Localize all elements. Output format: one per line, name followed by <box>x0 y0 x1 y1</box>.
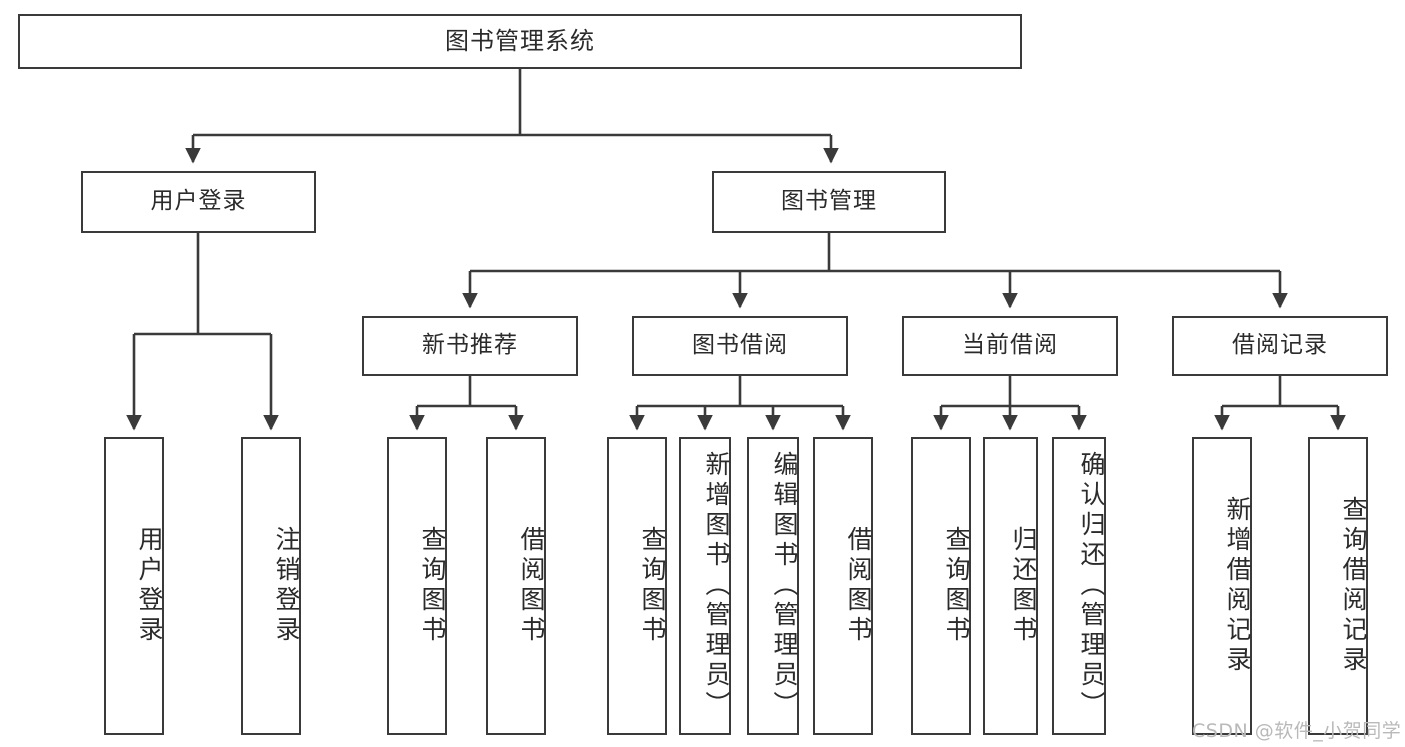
leaf-label: 查询图书 <box>638 526 667 646</box>
leaf-label: 归还图书 <box>1009 526 1038 646</box>
leaf-label: 借阅图书 <box>844 526 873 646</box>
node-root-label: 图书管理系统 <box>445 27 595 56</box>
leaf-current-borrow-return-books[interactable]: 归还图书 <box>983 437 1038 735</box>
csdn-watermark: CSDN @软件_小贺同学 <box>1192 720 1402 742</box>
leaf-label: 新增借阅记录 <box>1223 496 1252 676</box>
node-new-book-recommend-label: 新书推荐 <box>422 332 518 359</box>
leaf-book-borrow-query-books[interactable]: 查询图书 <box>607 437 667 735</box>
node-root-book-management-system[interactable]: 图书管理系统 <box>18 14 1022 69</box>
leaf-label: 确认归还（管理员） <box>1077 451 1106 721</box>
leaf-label: 编辑图书（管理员） <box>770 451 799 721</box>
node-book-borrow-label: 图书借阅 <box>692 332 788 359</box>
node-borrow-records-label: 借阅记录 <box>1232 332 1328 359</box>
leaf-new-book-query-books[interactable]: 查询图书 <box>387 437 447 735</box>
node-new-book-recommend[interactable]: 新书推荐 <box>362 316 578 376</box>
leaf-book-borrow-add-book-admin[interactable]: 新增图书（管理员） <box>679 437 731 735</box>
leaf-user-login-login[interactable]: 用户登录 <box>104 437 164 735</box>
leaf-label: 借阅图书 <box>517 526 546 646</box>
node-user-login-label: 用户登录 <box>150 188 247 215</box>
node-current-borrow-label: 当前借阅 <box>962 332 1058 359</box>
leaf-label: 用户登录 <box>135 526 164 646</box>
leaf-book-borrow-edit-book-admin[interactable]: 编辑图书（管理员） <box>747 437 799 735</box>
leaf-label: 查询图书 <box>942 526 971 646</box>
node-current-borrow[interactable]: 当前借阅 <box>902 316 1118 376</box>
leaf-borrow-records-query-record[interactable]: 查询借阅记录 <box>1308 437 1368 735</box>
leaf-label: 查询图书 <box>418 526 447 646</box>
node-book-management[interactable]: 图书管理 <box>712 171 946 233</box>
node-borrow-records[interactable]: 借阅记录 <box>1172 316 1388 376</box>
leaf-label: 查询借阅记录 <box>1339 496 1368 676</box>
leaf-new-book-borrow-books[interactable]: 借阅图书 <box>486 437 546 735</box>
leaf-current-borrow-confirm-return-admin[interactable]: 确认归还（管理员） <box>1052 437 1106 735</box>
node-book-management-label: 图书管理 <box>781 188 877 215</box>
node-user-login[interactable]: 用户登录 <box>81 171 316 233</box>
leaf-label: 注销登录 <box>272 526 301 646</box>
leaf-current-borrow-query-books[interactable]: 查询图书 <box>911 437 971 735</box>
node-book-borrow[interactable]: 图书借阅 <box>632 316 848 376</box>
leaf-book-borrow-borrow-books[interactable]: 借阅图书 <box>813 437 873 735</box>
leaf-label: 新增图书（管理员） <box>702 451 731 721</box>
leaf-borrow-records-add-record[interactable]: 新增借阅记录 <box>1192 437 1252 735</box>
leaf-user-login-logout[interactable]: 注销登录 <box>241 437 301 735</box>
